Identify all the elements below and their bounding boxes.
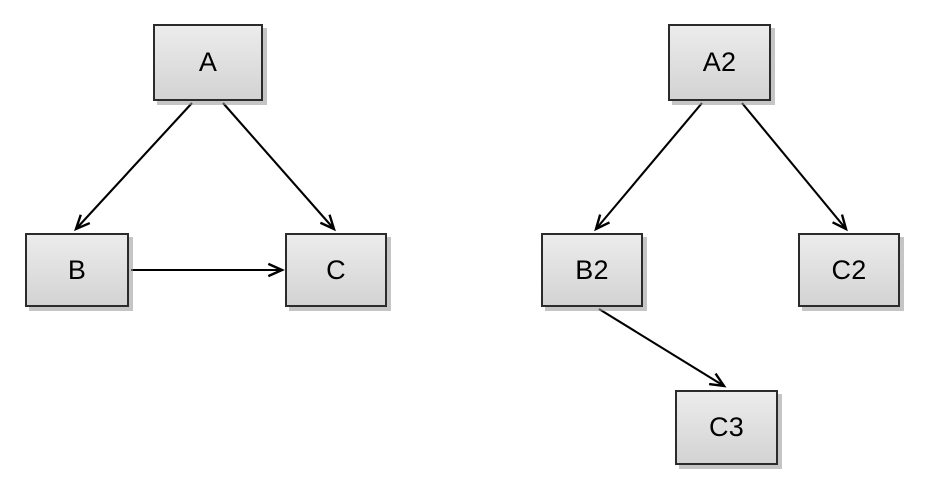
edge-arrowhead — [832, 214, 848, 232]
edge-arrowhead — [267, 262, 285, 278]
node-label: C — [326, 254, 346, 285]
node-label: A2 — [702, 47, 737, 77]
node-label: B2 — [575, 254, 609, 285]
edge-arrowhead — [708, 372, 727, 388]
edge-arrowhead — [74, 214, 91, 232]
edge-a-to-c[interactable] — [222, 102, 336, 232]
edge-line — [222, 102, 335, 230]
node-label: C3 — [709, 412, 744, 442]
edge-line — [75, 102, 193, 230]
edge-b-to-c[interactable] — [131, 262, 285, 278]
node-b2[interactable]: B2 — [541, 233, 643, 307]
node-label: A — [198, 47, 218, 77]
edge-arrowhead — [319, 214, 336, 232]
edge-a2-to-c2[interactable] — [741, 102, 848, 232]
node-c[interactable]: C — [285, 233, 387, 307]
edge-line — [741, 102, 847, 230]
node-c3[interactable]: C3 — [675, 390, 778, 465]
node-label: B — [67, 254, 87, 285]
node-a2[interactable]: A2 — [668, 24, 771, 101]
edge-arrowhead — [594, 214, 611, 232]
node-c2[interactable]: C2 — [798, 233, 900, 307]
node-label: C2 — [831, 254, 867, 285]
node-b[interactable]: B — [25, 233, 129, 307]
edge-a2-to-b2[interactable] — [594, 102, 703, 232]
edge-line — [595, 102, 703, 230]
edge-a-to-b[interactable] — [74, 102, 193, 232]
edge-line — [598, 308, 725, 387]
node-a[interactable]: A — [153, 24, 263, 101]
edge-b2-to-c3[interactable] — [598, 308, 727, 388]
